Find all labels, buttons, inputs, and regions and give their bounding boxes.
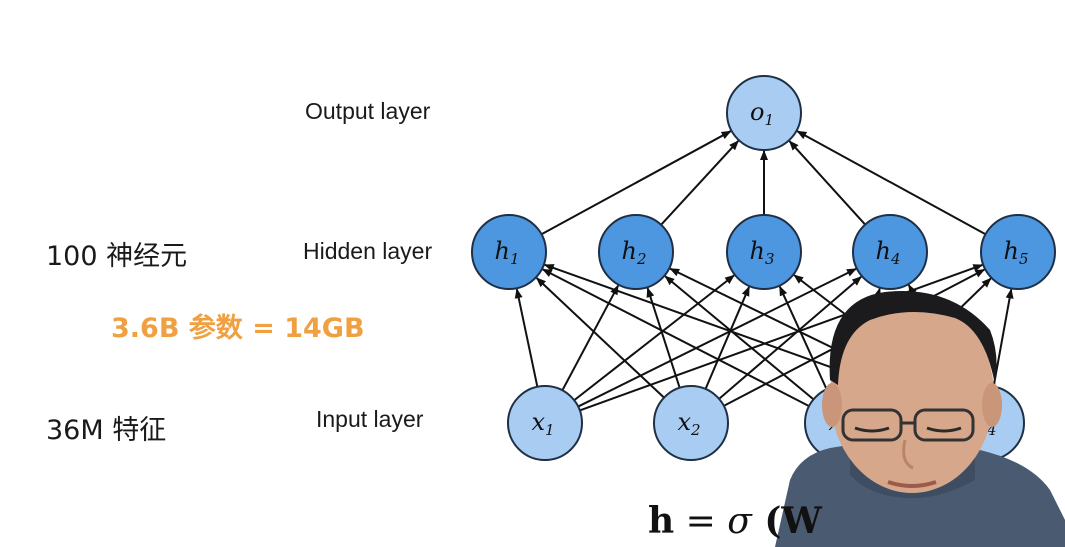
hidden-node-4: h4 — [852, 214, 928, 290]
features-annotation: 36M 特征 — [46, 415, 167, 446]
formula-eq: = — [674, 501, 728, 542]
edge-x3-h1 — [541, 268, 810, 407]
hidden-node-circle — [726, 214, 802, 290]
input-node-1: x1 — [507, 385, 583, 461]
hidden-node-1: h1 — [471, 214, 547, 290]
edge-h1-o1 — [541, 130, 732, 236]
hidden-layer-label: Hidden layer — [303, 238, 433, 264]
edge-x2-h3 — [704, 286, 751, 390]
edge-x2-h2 — [646, 287, 681, 389]
edge-x2-h4 — [718, 276, 862, 400]
input-node-label: x2 — [677, 408, 700, 439]
formula-sigma: σ — [727, 501, 752, 542]
edge-x3-h3 — [778, 285, 828, 390]
hidden-node-circle — [852, 214, 928, 290]
output-node-circle — [726, 75, 802, 151]
output-layer-label: Output layer — [305, 98, 431, 124]
hidden-node-label: h4 — [875, 237, 900, 268]
edge-x3-h2 — [664, 275, 815, 401]
formula: h = σ (W — [648, 500, 822, 542]
edge-x1-h4 — [577, 267, 857, 408]
hidden-node-circle — [471, 214, 547, 290]
hidden-node-label: h1 — [494, 237, 519, 268]
output-node-label: o1 — [750, 98, 774, 129]
edge-x1-h3 — [573, 274, 735, 402]
hidden-node-2: h2 — [598, 214, 674, 290]
edge-x2-h1 — [535, 277, 665, 399]
input-node-label: x1 — [531, 408, 554, 439]
hidden-node-label: h3 — [749, 237, 774, 268]
edge-h5-o1 — [796, 130, 987, 236]
edge-h4-o1 — [788, 140, 866, 226]
presenter-video-overlay — [775, 291, 1065, 547]
output-node-1: o1 — [726, 75, 802, 151]
neurons-annotation: 100 神经元 — [46, 241, 188, 272]
hidden-node-circle — [598, 214, 674, 290]
hidden-node-label: h5 — [1003, 237, 1028, 268]
hidden-node-3: h3 — [726, 214, 802, 290]
edge-x1-h2 — [561, 284, 620, 391]
hidden-node-label: h2 — [621, 237, 646, 268]
input-node-circle — [653, 385, 729, 461]
input-node-2: x2 — [653, 385, 729, 461]
edge-h2-o1 — [660, 140, 739, 226]
input-layer-label: Input layer — [316, 406, 424, 432]
formula-rhs: (W — [751, 500, 822, 542]
edges — [514, 130, 1014, 412]
formula-lhs: h — [648, 500, 675, 542]
input-node-circle — [507, 385, 583, 461]
hidden-node-5: h5 — [980, 214, 1056, 290]
edge-x1-h1 — [514, 288, 539, 387]
params-annotation: 3.6B 参数 = 14GB — [111, 313, 365, 344]
hidden-node-circle — [980, 214, 1056, 290]
